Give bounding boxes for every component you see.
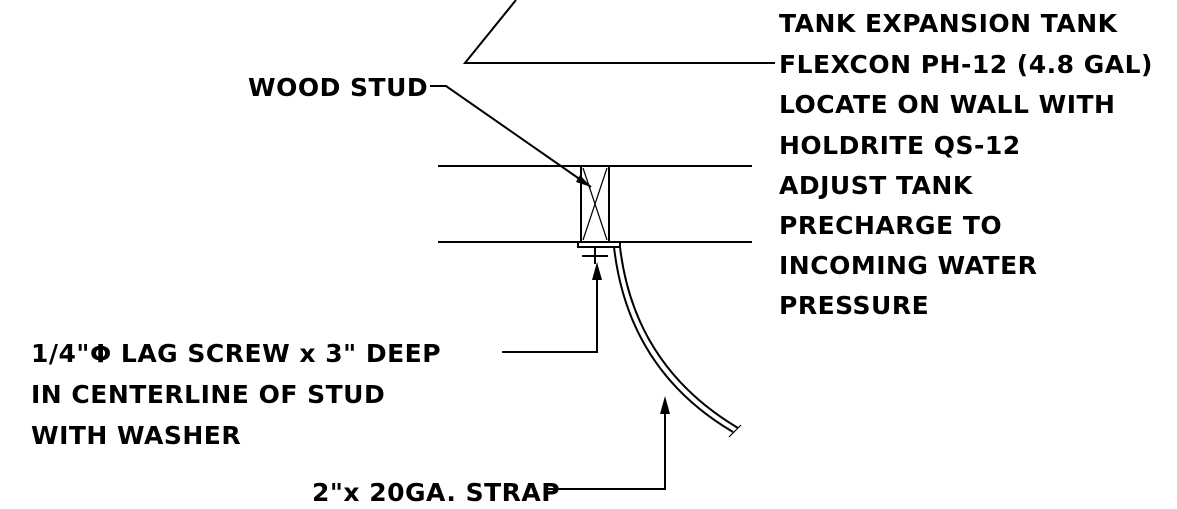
tank-note-line-8: PRESSURE	[779, 291, 929, 320]
tank-note-line-5: ADJUST TANK	[779, 171, 974, 200]
tank-note-line-6: PRECHARGE TO	[779, 211, 1002, 240]
strap-leader	[545, 396, 670, 490]
strap-label: 2"x 20GA. STRAP	[312, 478, 560, 507]
tank-note-line-1: TANK EXPANSION TANK	[779, 9, 1119, 38]
tank-note-line-3: LOCATE ON WALL WITH	[779, 90, 1115, 119]
lag-screw-washer	[577, 241, 621, 264]
tank-note-line-2: FLEXCON PH-12 (4.8 GAL)	[779, 50, 1153, 79]
tank-note-line-4: HOLDRITE QS-12	[779, 131, 1021, 160]
lag-screw-leader	[502, 262, 602, 353]
wood-stud-label: WOOD STUD	[248, 73, 428, 102]
lag-screw-note-line-3: WITH WASHER	[31, 421, 241, 450]
strap	[613, 246, 742, 438]
wood-stud	[580, 165, 610, 243]
wood-stud-leader	[430, 85, 592, 188]
lag-screw-note-line-2: IN CENTERLINE OF STUD	[31, 380, 385, 409]
tank-note-line-7: INCOMING WATER	[779, 251, 1037, 280]
tank-leader	[462, 0, 775, 64]
lag-screw-note-line-1: 1/4"Φ LAG SCREW x 3" DEEP	[31, 339, 441, 368]
